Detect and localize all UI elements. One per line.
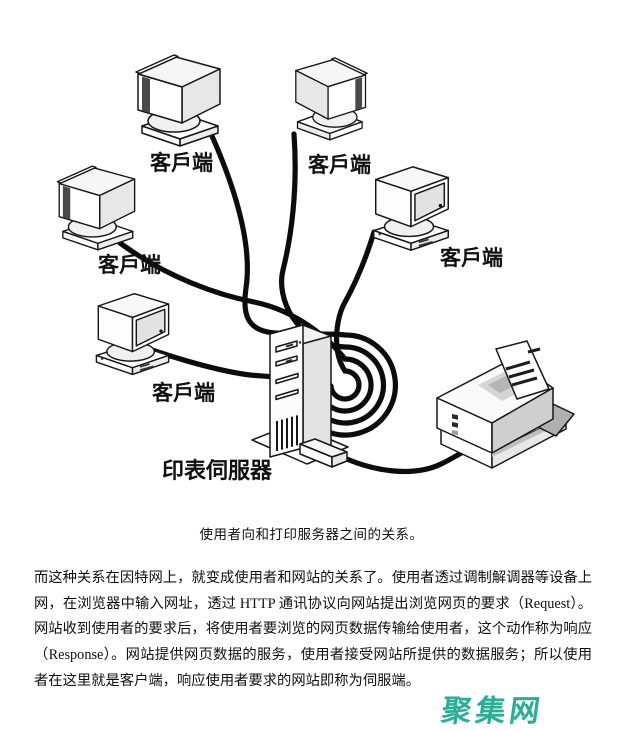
client-computer-3 [56, 165, 136, 251]
client-label-2: 客戶端 [308, 153, 371, 177]
printer [436, 340, 575, 469]
cable-client2-server [279, 131, 387, 426]
printed-page [495, 340, 550, 400]
client-label-4: 客戶端 [440, 246, 503, 270]
cable-server-printer [329, 446, 473, 475]
network-cables [117, 131, 473, 475]
client-computer-1 [135, 54, 221, 147]
figure-caption: 使用者向和打印服务器之间的关系。 [199, 527, 424, 542]
watermark: 聚集网 [438, 694, 546, 729]
client-label-5: 客戶端 [152, 381, 215, 405]
watermark-text: 聚集网 [438, 694, 546, 729]
network-diagram: 客戶端 客戶端 客戶端 客戶端 客戶端 印表伺服器 [56, 54, 575, 484]
client-label-3: 客戶端 [98, 253, 161, 277]
client-label-1: 客戶端 [150, 151, 213, 175]
client-computer-2 [295, 57, 368, 141]
client-computer-5 [95, 292, 170, 376]
cable-client3-server [117, 240, 374, 414]
cable-client1-server [209, 133, 398, 438]
cable-client5-server [149, 347, 276, 380]
client-computer-4 [372, 165, 450, 252]
cable-client4-server [328, 229, 377, 402]
print-server-label: 印表伺服器 [162, 458, 273, 484]
body-paragraph: 而这种关系在因特网上，就变成使用者和网站的关系了。使用者透过调制解调器等设备上网… [34, 570, 592, 689]
print-server [251, 324, 349, 468]
